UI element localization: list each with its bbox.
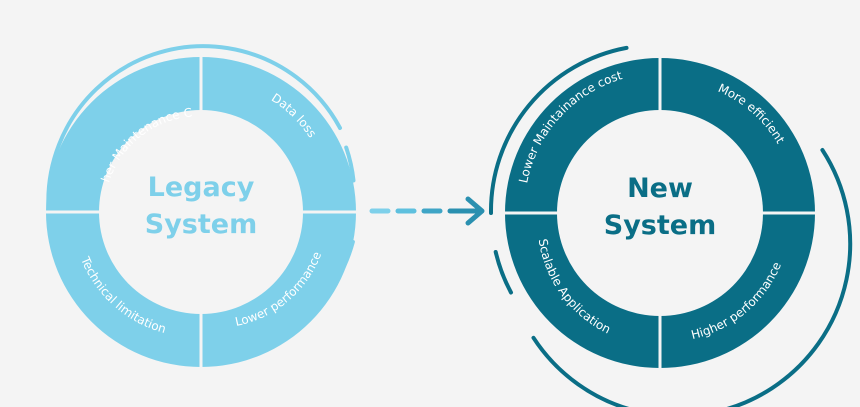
legacy-segment-higher-maintenance-cost xyxy=(46,57,201,212)
new-segment-scalable-application xyxy=(505,213,660,368)
legacy-segment-lower-performance xyxy=(201,212,356,367)
new-outer-arc xyxy=(488,45,629,215)
legacy-title-line1: Legacy xyxy=(148,172,255,203)
new-outer-arc xyxy=(531,148,853,407)
legacy-outer-arc-tick xyxy=(344,145,356,183)
new-segment-lower-maintainance-cost xyxy=(505,58,660,213)
new-outer-arc-tick xyxy=(493,250,513,295)
legacy-segment-data-loss xyxy=(201,57,356,212)
new-segment-higher-performance xyxy=(660,213,815,368)
new-segment-more-efficient xyxy=(660,58,815,213)
new-title-line2: System xyxy=(604,210,716,241)
legacy-system-diagram: Higher Maintenance Cost Data loss Lower … xyxy=(0,0,362,374)
legacy-title-line2: System xyxy=(145,209,257,240)
legacy-segment-technical-limitation xyxy=(46,212,201,367)
new-system-diagram: Lower Maintainance cost More efficient H… xyxy=(488,45,853,407)
new-title-line1: New xyxy=(627,173,693,204)
dashed-arrow-right-icon xyxy=(369,196,485,226)
